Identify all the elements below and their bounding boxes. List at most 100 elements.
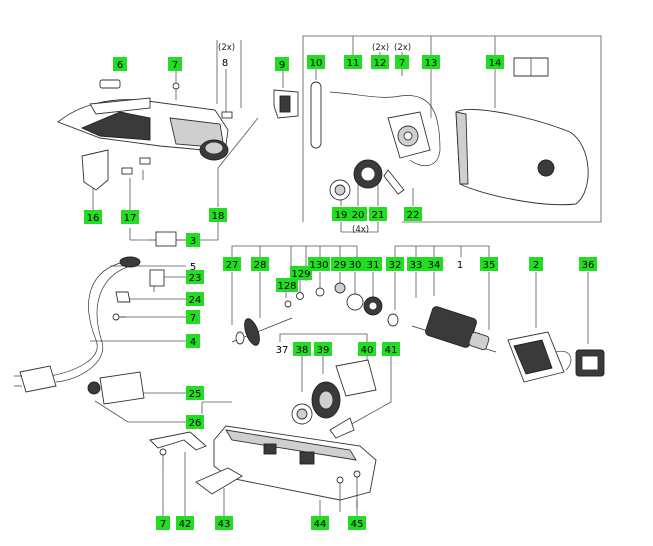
qty-note: (2x) xyxy=(218,43,235,53)
svg-text:34: 34 xyxy=(428,260,441,271)
part-label-29: 29 xyxy=(331,257,349,271)
part-label-3: 3 xyxy=(186,233,200,247)
svg-text:40: 40 xyxy=(361,345,374,356)
part-2-stator xyxy=(507,331,572,383)
part-label-33: 33 xyxy=(407,257,425,271)
part-4-power-cable xyxy=(14,256,141,393)
part-label-42: 42 xyxy=(176,516,194,530)
part-label-129: 129 xyxy=(290,266,312,280)
svg-text:33: 33 xyxy=(410,260,423,271)
part-label-7d: 7 xyxy=(156,516,170,530)
part-42-lever xyxy=(149,431,207,451)
part-label-40: 40 xyxy=(358,342,376,356)
part-43-holder xyxy=(195,467,243,495)
part-label-23: 23 xyxy=(186,270,204,284)
part-label-20: 20 xyxy=(349,207,367,221)
part-130-ring xyxy=(315,287,325,297)
part-16-plate xyxy=(81,149,109,191)
svg-text:21: 21 xyxy=(372,210,385,221)
svg-text:31: 31 xyxy=(367,260,380,271)
part-9-bracket xyxy=(273,89,299,119)
part-34-armature xyxy=(411,306,497,353)
svg-text:27: 27 xyxy=(226,260,239,271)
part-label-14: 14 xyxy=(486,55,504,69)
qty-note: (2x) xyxy=(394,43,411,53)
svg-text:41: 41 xyxy=(385,345,398,356)
part-label-34: 34 xyxy=(425,257,443,271)
svg-text:1: 1 xyxy=(457,260,463,271)
part-label-30: 30 xyxy=(346,257,364,271)
svg-text:10: 10 xyxy=(310,58,323,69)
part-label-31: 31 xyxy=(364,257,382,271)
part-129-ring xyxy=(296,292,304,300)
part-book-icon xyxy=(513,57,549,77)
svg-text:18: 18 xyxy=(212,211,225,222)
svg-text:45: 45 xyxy=(351,519,364,530)
svg-text:38: 38 xyxy=(296,345,309,356)
part-label-4: 4 xyxy=(186,334,200,348)
part-45-screw xyxy=(353,470,361,508)
part-label-39: 39 xyxy=(314,342,332,356)
svg-text:8: 8 xyxy=(222,58,228,69)
part-label-38: 38 xyxy=(293,342,311,356)
svg-text:25: 25 xyxy=(189,389,202,400)
svg-text:30: 30 xyxy=(349,260,362,271)
part-label-19: 19 xyxy=(332,207,350,221)
svg-text:11: 11 xyxy=(347,58,360,69)
part-7-screw-b xyxy=(112,313,126,321)
svg-text:19: 19 xyxy=(335,210,348,221)
part-6-cap xyxy=(99,79,121,89)
part-label-35: 35 xyxy=(480,257,498,271)
part-label-41: 41 xyxy=(382,342,400,356)
svg-text:9: 9 xyxy=(279,60,285,71)
part-7-screw-c xyxy=(159,448,167,470)
svg-text:28: 28 xyxy=(254,260,267,271)
part-27-shaft-gear xyxy=(231,317,293,346)
part-label-37: 37 xyxy=(273,342,291,356)
svg-text:17: 17 xyxy=(124,213,137,224)
part-19-21-bearing xyxy=(329,159,405,201)
part-labels: 6 7 8 9 16 17 18 10 11 12 7 13 14 19 20 … xyxy=(84,55,597,530)
svg-text:16: 16 xyxy=(87,213,100,224)
svg-text:7: 7 xyxy=(172,60,178,71)
svg-text:13: 13 xyxy=(425,58,438,69)
svg-text:23: 23 xyxy=(189,273,202,284)
svg-text:42: 42 xyxy=(179,519,192,530)
svg-text:36: 36 xyxy=(582,260,595,271)
part-29-bearing xyxy=(334,282,346,294)
svg-text:130: 130 xyxy=(309,260,328,271)
svg-text:44: 44 xyxy=(314,519,327,530)
svg-text:6: 6 xyxy=(117,60,123,71)
part-label-28: 28 xyxy=(251,257,269,271)
part-25-control-box xyxy=(87,371,145,405)
part-label-8: 8 xyxy=(218,55,232,69)
part-label-43: 43 xyxy=(215,516,233,530)
top-housing-cover xyxy=(57,97,229,161)
part-30-washer xyxy=(346,293,364,311)
part-label-10: 10 xyxy=(307,55,325,69)
svg-text:35: 35 xyxy=(483,260,496,271)
part-label-22: 22 xyxy=(404,207,422,221)
part-label-18: 18 xyxy=(209,208,227,222)
part-label-9: 9 xyxy=(275,57,289,71)
part-36-brush-holder xyxy=(575,349,605,377)
svg-text:37: 37 xyxy=(276,345,289,356)
part-label-130: 130 xyxy=(308,257,330,271)
part-13-gear-unit xyxy=(387,111,431,159)
qty-note: (4x) xyxy=(352,225,369,235)
part-label-2: 2 xyxy=(529,257,543,271)
part-label-7: 7 xyxy=(168,57,182,71)
svg-text:20: 20 xyxy=(352,210,365,221)
svg-text:7: 7 xyxy=(160,519,166,530)
svg-text:12: 12 xyxy=(374,58,387,69)
svg-text:7: 7 xyxy=(190,313,196,324)
part-17-clips xyxy=(121,157,151,180)
svg-text:22: 22 xyxy=(407,210,420,221)
lower-motor-housing xyxy=(213,425,377,501)
svg-text:26: 26 xyxy=(189,418,202,429)
part-label-36: 36 xyxy=(579,257,597,271)
parts xyxy=(14,57,605,512)
part-label-5: 5 xyxy=(186,259,200,273)
part-44-screw xyxy=(336,476,344,512)
